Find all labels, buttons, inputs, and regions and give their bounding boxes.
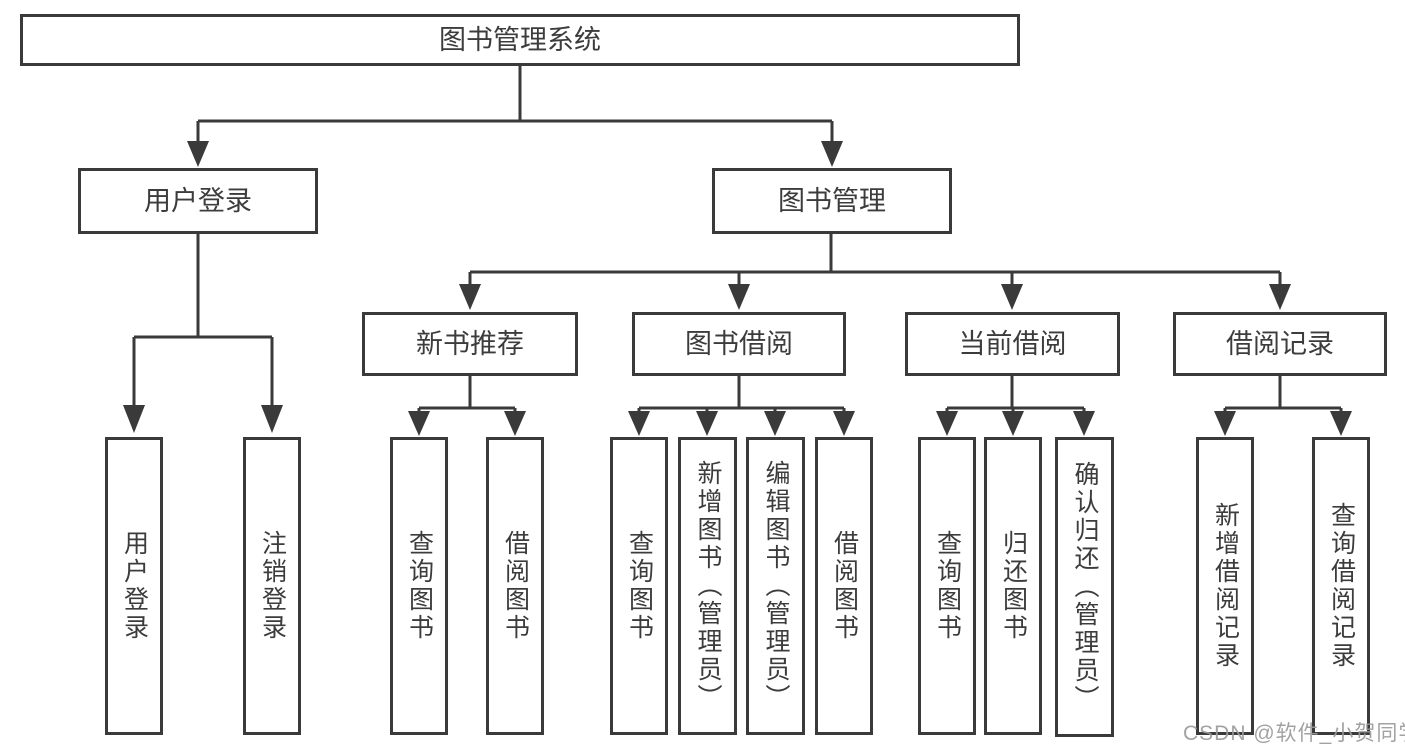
connector-new-books-children [408,376,526,436]
connector-book-borrow-children [628,376,855,436]
connector-root-to-level2 [187,66,843,167]
leaf-add-borrow-record: 新增借阅记录 [1196,437,1254,735]
node-book-management: 图书管理 [712,168,952,234]
connector-borrow-records-children [1214,376,1352,436]
node-user-login: 用户登录 [78,168,318,234]
leaf-borrow-query-books: 查询图书 [610,437,668,735]
csdn-watermark: CSDN @软件_小贺同学 [1183,722,1405,745]
leaf-logout: 注销登录 [243,437,301,735]
node-library-management-system: 图书管理系统 [20,14,1020,66]
leaf-newbooks-borrow-books: 借阅图书 [486,437,544,735]
leaf-current-query-books: 查询图书 [918,437,976,735]
node-borrowing-records: 借阅记录 [1173,312,1387,376]
leaf-user-login: 用户登录 [105,437,163,735]
leaf-borrow-books: 借阅图书 [815,437,873,735]
node-book-borrowing: 图书借阅 [632,312,846,376]
leaf-newbooks-query-books: 查询图书 [390,437,448,735]
connector-current-borrow-children [936,376,1095,436]
leaf-return-books: 归还图书 [984,437,1042,735]
leaf-add-book-admin: 新增图书（管理员） [678,437,737,735]
connector-user-login-children [123,234,283,433]
leaf-query-borrow-record: 查询借阅记录 [1312,437,1370,735]
leaf-edit-book-admin: 编辑图书（管理员） [746,437,805,735]
connector-book-mgmt-children [459,234,1291,310]
node-new-book-recommend: 新书推荐 [362,312,578,376]
leaf-confirm-return-admin: 确认归还（管理员） [1055,437,1114,737]
node-current-borrowing: 当前借阅 [905,312,1120,376]
